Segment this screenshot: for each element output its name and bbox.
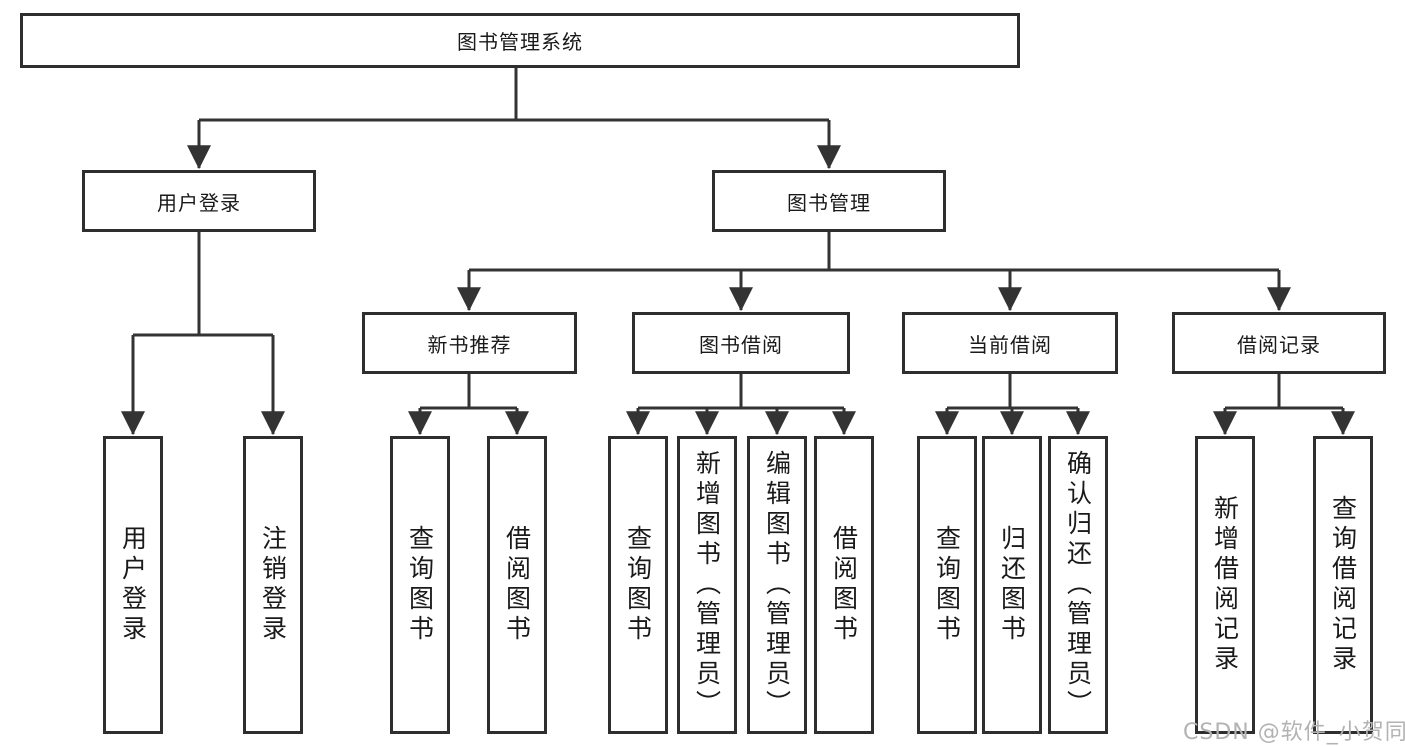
node-library-management-system: 图书管理系统	[20, 13, 1020, 68]
node-label: 注销登录	[258, 525, 288, 645]
node-label: 用户登录	[118, 525, 148, 645]
node-label: 借阅图书	[829, 525, 859, 645]
node-label: 查询图书	[623, 525, 653, 645]
leaf-query-books-recommend: 查询图书	[390, 436, 450, 734]
node-label: 新增借阅记录	[1210, 495, 1240, 675]
leaf-query-books-borrowing: 查询图书	[608, 436, 668, 734]
leaf-query-books-current: 查询图书	[917, 436, 977, 734]
node-label: 归还图书	[997, 525, 1027, 645]
node-label: 查询图书	[932, 525, 962, 645]
leaf-add-borrow-record: 新增借阅记录	[1195, 436, 1255, 734]
leaf-borrow-books: 借阅图书	[814, 436, 874, 734]
node-label: 图书管理	[787, 190, 871, 215]
node-user-login: 用户登录	[82, 170, 316, 232]
node-borrow-records: 借阅记录	[1172, 312, 1386, 374]
node-label: 图书借阅	[699, 332, 783, 357]
node-current-borrowing: 当前借阅	[902, 312, 1118, 374]
leaf-logout: 注销登录	[243, 436, 303, 734]
leaf-borrow-books-recommend: 借阅图书	[487, 436, 547, 734]
leaf-return-books: 归还图书	[982, 436, 1042, 734]
node-label: 借阅图书	[502, 525, 532, 645]
node-label: 新书推荐	[427, 332, 512, 357]
node-label: 图书管理系统	[457, 30, 583, 54]
node-label: 借阅记录	[1237, 332, 1321, 357]
leaf-query-borrow-record: 查询借阅记录	[1313, 436, 1373, 734]
leaf-add-books-admin: 新增图书（管理员）	[677, 436, 737, 734]
node-new-book-recommend: 新书推荐	[362, 312, 577, 374]
node-label: 当前借阅	[968, 332, 1052, 357]
leaf-user-login: 用户登录	[103, 436, 163, 734]
node-label: 查询图书	[405, 525, 435, 645]
node-label: 确认归还（管理员）	[1063, 450, 1093, 720]
leaf-edit-books-admin: 编辑图书（管理员）	[747, 436, 807, 734]
node-label: 新增图书（管理员）	[692, 450, 722, 720]
node-label: 用户登录	[157, 190, 241, 215]
leaf-confirm-return-admin: 确认归还（管理员）	[1048, 436, 1108, 734]
csdn-watermark: CSDN @软件_小贺同学	[1183, 720, 1405, 745]
node-book-borrowing: 图书借阅	[632, 312, 850, 374]
node-label: 查询借阅记录	[1328, 495, 1358, 675]
node-book-management: 图书管理	[712, 170, 946, 232]
node-label: 编辑图书（管理员）	[762, 450, 792, 720]
